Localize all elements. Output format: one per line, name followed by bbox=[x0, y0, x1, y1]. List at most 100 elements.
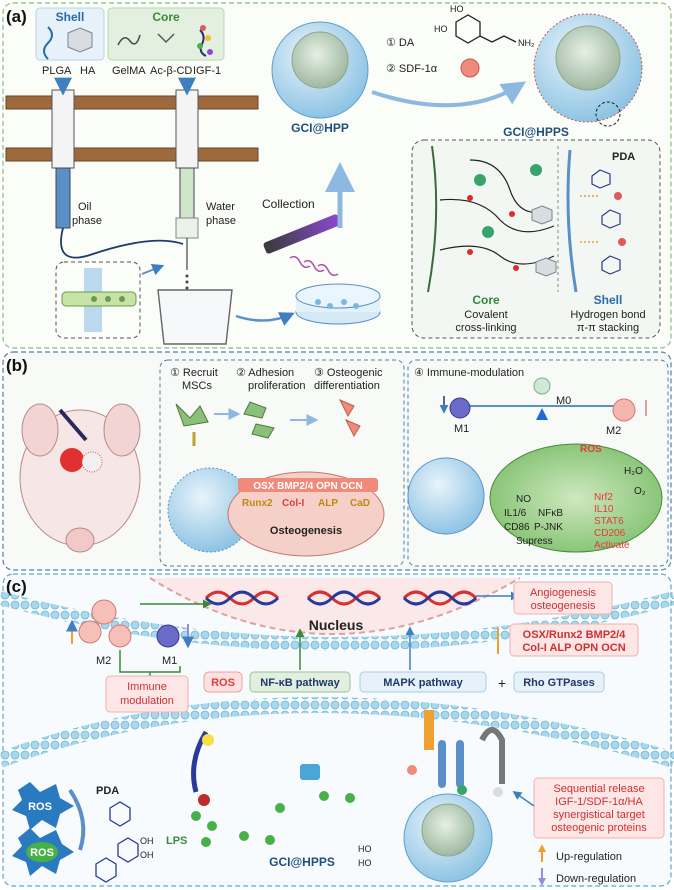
panel-c: (c) Nucleus M2 M1 Immune modulation ROS … bbox=[0, 573, 674, 887]
ros-burst-2-label: ROS bbox=[30, 847, 54, 859]
osteo-proteins-box bbox=[509, 623, 639, 657]
dna-helix-1 bbox=[204, 590, 280, 606]
shell-bond-desc-2: π-π stacking bbox=[577, 322, 639, 334]
mapk-pathway-box bbox=[359, 671, 487, 693]
ros-pathway-label: ROS bbox=[211, 677, 235, 689]
core-bond-desc-1: Covalent bbox=[464, 309, 507, 321]
oh-label-3: HO bbox=[358, 844, 372, 854]
m1-cell-b bbox=[449, 397, 471, 419]
activate-label: Activate bbox=[594, 540, 630, 551]
sequential-release-box bbox=[533, 777, 665, 839]
lps-beads bbox=[191, 791, 355, 847]
dopamine-structure bbox=[455, 14, 517, 44]
plus-sign: + bbox=[498, 675, 506, 691]
collection-label: Collection bbox=[262, 197, 315, 211]
m2-marker-nrf2: Nrf2 bbox=[594, 492, 613, 503]
gci-hpps-label: GCI@HPPS bbox=[503, 125, 569, 139]
supress-label: Supress bbox=[516, 536, 553, 547]
rho-box bbox=[513, 671, 605, 693]
acbcd-label: Ac-β-CD bbox=[150, 65, 192, 77]
oh-label-1: OH bbox=[140, 836, 154, 846]
hpps-release-bead-2 bbox=[457, 785, 467, 795]
hpps-release-bead-3 bbox=[493, 787, 503, 797]
gci-hpps-core-c bbox=[421, 803, 475, 857]
step-osteogenic-1: ③ Osteogenic bbox=[314, 367, 383, 379]
m2-cell-b bbox=[612, 398, 636, 422]
igf-label: IGF-1 bbox=[193, 65, 221, 77]
legend-up-label: Up-regulation bbox=[556, 851, 622, 863]
m1-marker-nfkb: NFκB bbox=[538, 508, 563, 519]
petri-dish-icon bbox=[295, 283, 381, 325]
step-adhesion-2: proliferation bbox=[248, 380, 305, 392]
m0-label: M0 bbox=[556, 395, 571, 407]
dopamine-ho-1: HO bbox=[450, 4, 464, 14]
m1-label-c: M1 bbox=[162, 655, 177, 667]
macrophage-cell bbox=[489, 443, 663, 553]
arrow-sequential bbox=[512, 790, 535, 807]
step-recruit-2: MSCs bbox=[182, 380, 212, 392]
core-title: Core bbox=[152, 10, 180, 24]
ha-crystal-icon bbox=[67, 27, 93, 53]
dopamine-ho-2: HO bbox=[434, 24, 448, 34]
m1-marker-cd86: CD86 bbox=[504, 522, 530, 533]
step-sdf-label: ② SDF-1α bbox=[386, 63, 438, 75]
sdf-1a-bead-icon bbox=[460, 58, 480, 78]
acbcd-chain-icon bbox=[157, 33, 175, 44]
microfluidic-rig bbox=[5, 77, 259, 290]
arrow-hpp-to-hpps bbox=[371, 81, 527, 108]
immune-box bbox=[407, 359, 669, 567]
arrow-chip-to-beaker bbox=[141, 263, 165, 276]
angio-label-2: osteogenesis bbox=[531, 600, 596, 612]
nfkb-pathway-label: NF-κB pathway bbox=[260, 677, 340, 689]
panel-label-b: (b) bbox=[6, 356, 28, 375]
sequential-line-2: IGF-1/SDF-1α/HA bbox=[555, 796, 643, 808]
m2-label-b: M2 bbox=[606, 425, 621, 437]
legend-down-arrowhead bbox=[538, 878, 546, 886]
msc-cells-icon bbox=[175, 399, 361, 446]
pda-chain bbox=[68, 788, 86, 851]
lps-label: LPS bbox=[166, 835, 187, 847]
water-phase-label-1: Water bbox=[206, 201, 235, 213]
shell-title: Shell bbox=[56, 10, 85, 24]
marker-col-i: Col-I bbox=[282, 498, 304, 509]
ha-label: HA bbox=[80, 65, 96, 77]
m2-label-c: M2 bbox=[96, 655, 111, 667]
scaffold-sphere-b2 bbox=[407, 457, 485, 535]
immune-modulation-2: modulation bbox=[120, 695, 174, 707]
microfluidic-chip-icon bbox=[61, 268, 137, 332]
m1-marker-il16: IL1/6 bbox=[504, 508, 527, 519]
legend-down-label: Down-regulation bbox=[556, 873, 636, 885]
immune-modulation-1: Immune bbox=[127, 681, 167, 693]
chemistry-zoom-box bbox=[411, 139, 661, 339]
gci-hpp-core bbox=[291, 31, 349, 89]
shell-pda-structure bbox=[566, 149, 626, 293]
pda-structure-c bbox=[95, 801, 139, 883]
markers-row1-bg bbox=[238, 478, 378, 492]
ros-burst-1-label: ROS bbox=[28, 801, 52, 813]
cell-membrane bbox=[0, 697, 674, 768]
oil-phase-label-1: Oil bbox=[78, 201, 91, 213]
sequential-line-4: osteogenic proteins bbox=[551, 822, 647, 834]
m2-marker-stat6: STAT6 bbox=[594, 516, 624, 527]
nfkb-pathway-box bbox=[249, 671, 351, 693]
marker-cad: CaD bbox=[350, 498, 370, 509]
rho-label: Rho GTPases bbox=[523, 677, 595, 689]
mapk-pathway-label: MAPK pathway bbox=[383, 677, 463, 689]
shell-bond-label: Shell bbox=[594, 293, 623, 307]
ros-label-b: ROS bbox=[580, 444, 602, 455]
step-adhesion-1: ② Adhesion bbox=[236, 367, 294, 379]
shell-bond-desc-1: Hydrogen bond bbox=[570, 309, 645, 321]
pda-label-a: PDA bbox=[612, 151, 635, 163]
core-bond-desc-2: cross-linking bbox=[455, 322, 516, 334]
balance-fulcrum bbox=[536, 408, 548, 420]
oh-label-4: HO bbox=[358, 858, 372, 868]
sequential-line-1: Sequential release bbox=[553, 783, 644, 795]
core-bond-label: Core bbox=[472, 293, 500, 307]
angio-label-1: Angiogenesis bbox=[530, 587, 597, 599]
dna-helix-2 bbox=[306, 590, 382, 606]
markers-row1: OSX BMP2/4 OPN OCN bbox=[253, 481, 362, 492]
m2-marker-cd206: CD206 bbox=[594, 528, 626, 539]
osteogenesis-bone bbox=[227, 471, 385, 557]
panel-b: (b) ① Recruit MSCs ② Adhesion proliferat… bbox=[2, 351, 672, 571]
